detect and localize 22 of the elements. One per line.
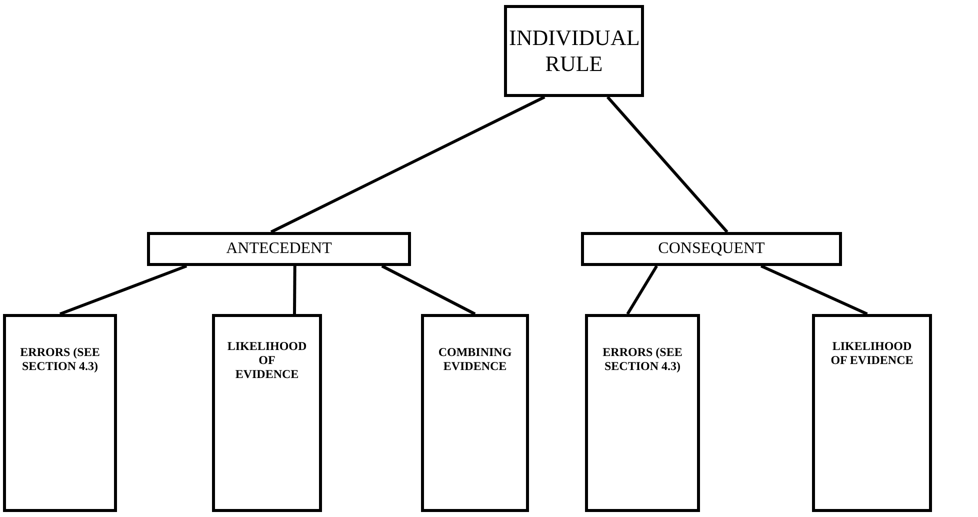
node-label: ANTECEDENT [225,239,333,259]
topic-box [812,314,932,512]
connector-line [293,266,296,314]
connector-line [381,264,476,316]
node-label: LIKELIHOOD OF EVIDENCE [226,339,308,381]
node-label: INDIVIDUAL RULE [508,25,641,77]
node-label: ERRORS (SEE SECTION 4.3) [19,345,101,373]
connector-line [270,96,546,234]
connector-line [606,96,728,233]
topic-box [212,314,322,512]
connector-line [626,265,658,315]
topic-box [421,314,529,512]
connector-line [760,264,868,316]
node-label: COMBINING EVIDENCE [437,345,513,373]
connector-line [59,264,188,316]
category-box [581,232,842,266]
node-label: CONSEQUENT [657,239,766,259]
node-label: ERRORS (SEE SECTION 4.3) [602,345,684,373]
category-box [147,232,411,266]
node-label: LIKELIHOOD OF EVIDENCE [830,339,914,367]
topic-box [585,314,700,512]
topic-box [3,314,117,512]
